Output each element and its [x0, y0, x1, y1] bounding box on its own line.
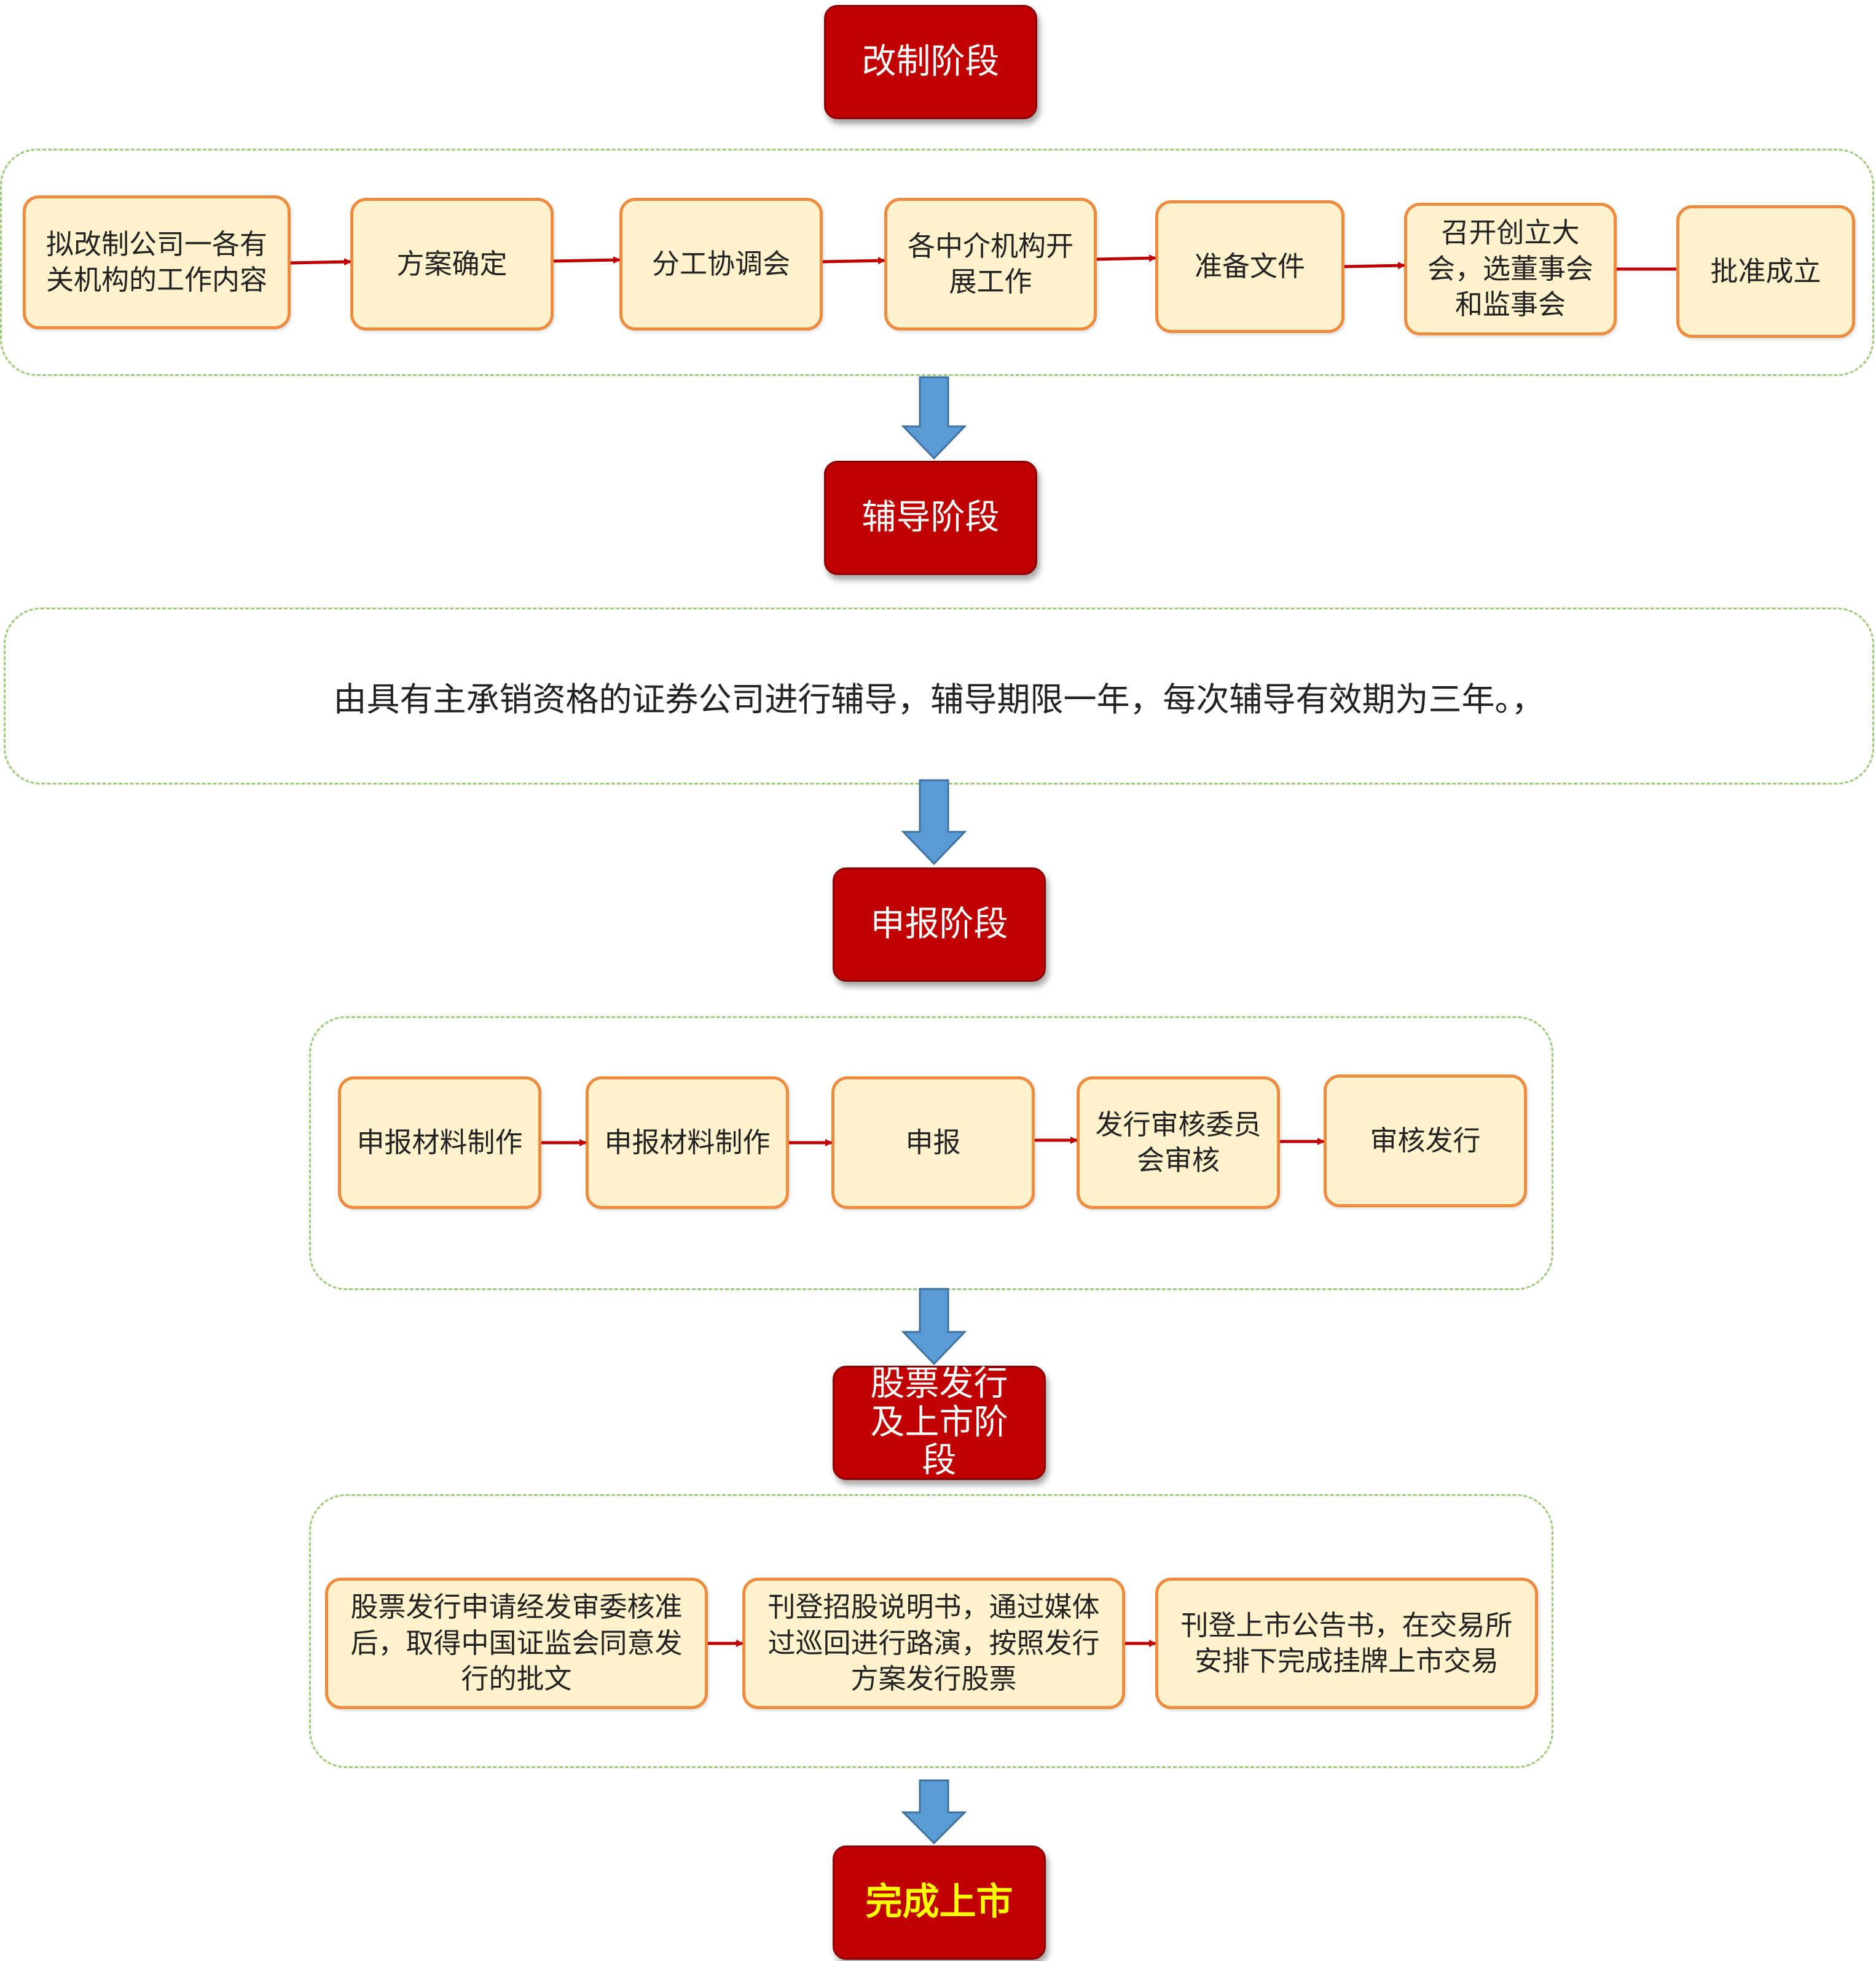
down-arrow-3 [901, 1288, 967, 1366]
step-prepare-materials-1: 申报材料制作 [338, 1076, 541, 1209]
step-committee-review: 发行审核委员会审核 [1077, 1076, 1280, 1209]
stage-listed-label: 完成上市 [865, 1881, 1013, 1924]
step-approve-establish: 批准成立 [1676, 205, 1855, 338]
step-prospectus-roadshow: 刊登招股说明书，通过媒体过巡回进行路演，按照发行方案发行股票 [742, 1578, 1125, 1709]
step-prepare-materials-2: 申报材料制作 [586, 1076, 789, 1209]
step-founding-meeting: 召开创立大会，选董事会和监事会 [1404, 203, 1617, 335]
stage-restructure-label: 改制阶段 [861, 41, 1000, 82]
step-plan-confirm: 方案确定 [350, 198, 554, 331]
step-prepare-documents: 准备文件 [1155, 200, 1344, 333]
down-arrow-1 [901, 376, 967, 460]
step-coordination-meeting: 分工协调会 [619, 198, 823, 331]
stage-counseling-label: 辅导阶段 [861, 497, 1000, 538]
step-csrc-approval: 股票发行申请经发审委核准后，取得中国证监会同意发行的批文 [325, 1578, 708, 1709]
stage-issuance-listing-label: 股票发行及上市阶段 [870, 1363, 1008, 1481]
stage-application-label: 申报阶段 [870, 904, 1008, 944]
down-arrow-4 [901, 1779, 967, 1845]
stage-listed: 完成上市 [833, 1846, 1046, 1960]
step-listing-announcement: 刊登上市公告书，在交易所安排下完成挂牌上市交易 [1155, 1578, 1538, 1709]
stage-restructure: 改制阶段 [824, 5, 1037, 119]
counseling-description: 由具有主承销资格的证券公司进行辅导，辅导期限一年，每次辅导有效期为三年。， [333, 680, 1545, 719]
stage-application: 申报阶段 [833, 867, 1046, 982]
stage-issuance-listing: 股票发行及上市阶段 [833, 1363, 1046, 1481]
step-intermediaries-work: 各中介机构开展工作 [884, 198, 1097, 331]
step-submit: 申报 [831, 1076, 1035, 1209]
down-arrow-2 [901, 779, 967, 866]
counseling-group: 由具有主承销资格的证券公司进行辅导，辅导期限一年，每次辅导有效期为三年。， [4, 608, 1874, 785]
step-review-issue: 审核发行 [1324, 1074, 1527, 1207]
step-agencies-work: 拟改制公司一各有关机构的工作内容 [23, 195, 291, 329]
stage-counseling: 辅导阶段 [824, 461, 1037, 575]
